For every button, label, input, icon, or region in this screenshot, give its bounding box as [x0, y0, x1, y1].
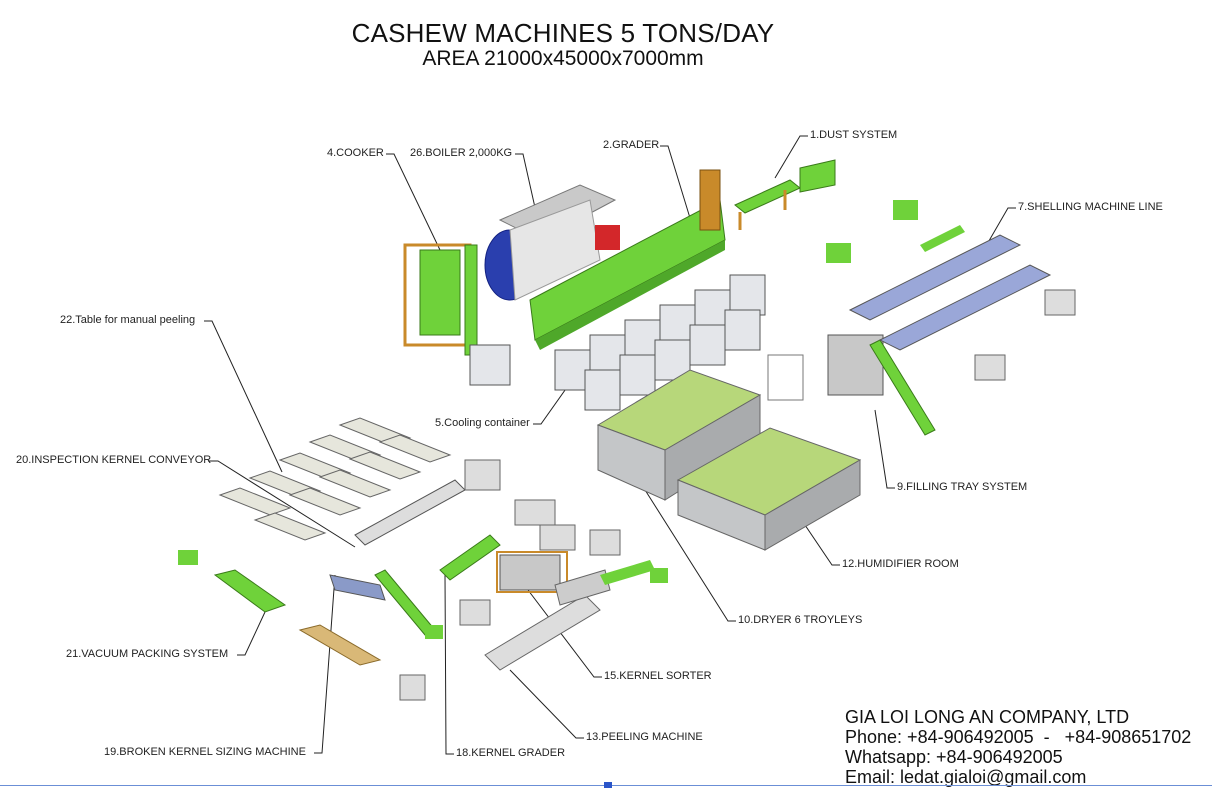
label-dust-system: 1.DUST SYSTEM: [810, 129, 898, 141]
page-title: CASHEW MACHINES 5 TONS/DAY: [351, 18, 775, 48]
kernel-processing-machines: [439, 499, 668, 671]
company-name: GIA LOI LONG AN COMPANY, LTD: [845, 707, 1130, 727]
inspection-conveyor: [354, 459, 501, 546]
company-email: Email: ledat.gialoi@gmail.com: [845, 767, 1087, 787]
label-shelling-line: 7.SHELLING MACHINE LINE: [1018, 201, 1163, 213]
label-manual-peeling: 22.Table for manual peeling: [60, 314, 196, 326]
company-phone: Phone: +84-906492005 - +84-908651702: [845, 727, 1192, 747]
label-peeling-machine: 13.PEELING MACHINE: [586, 731, 703, 743]
broken-kernel-sizing-machine: [329, 569, 443, 639]
vacuum-packing-system: [178, 550, 426, 701]
grader-machine: [529, 169, 726, 350]
label-grader: 2.GRADER: [603, 139, 660, 151]
company-whatsapp: Whatsapp: +84-906492005: [845, 747, 1063, 767]
label-dryer: 10.DRYER 6 TROYLEYS: [738, 614, 863, 626]
label-cooling-container: 5.Cooling container: [435, 417, 530, 429]
label-humidifier-room: 12.HUMIDIFIER ROOM: [842, 558, 959, 570]
dust-system-machine: [734, 159, 836, 230]
manual-peeling-tables: [218, 417, 452, 541]
label-kernel-grader: 18.KERNEL GRADER: [456, 747, 566, 759]
label-filling-tray: 9.FILLING TRAY SYSTEM: [897, 481, 1028, 493]
filling-tray-system: [767, 334, 936, 436]
page-marker: [604, 782, 612, 788]
label-cooker: 4.COOKER: [327, 147, 384, 159]
cooker-machine: [403, 243, 478, 356]
label-kernel-sorter: 15.KERNEL SORTER: [604, 670, 712, 682]
page-subtitle: AREA 21000x45000x7000mm: [422, 47, 704, 70]
humidifier-room: [676, 427, 862, 551]
boiler-machine: [484, 184, 620, 301]
cooling-containers: [469, 274, 766, 411]
company-contact-block: GIA LOI LONG AN COMPANY, LTD Phone: +84-…: [845, 707, 1191, 787]
label-inspection-conveyor: 20.INSPECTION KERNEL CONVEYOR: [16, 454, 212, 466]
shelling-machine-line: [826, 200, 1076, 381]
label-broken-kernel-sizing: 19.BROKEN KERNEL SIZING MACHINE: [104, 746, 306, 758]
label-vacuum-packing: 21.VACUUM PACKING SYSTEM: [66, 648, 229, 660]
label-boiler: 26.BOILER 2,000KG: [410, 147, 513, 159]
